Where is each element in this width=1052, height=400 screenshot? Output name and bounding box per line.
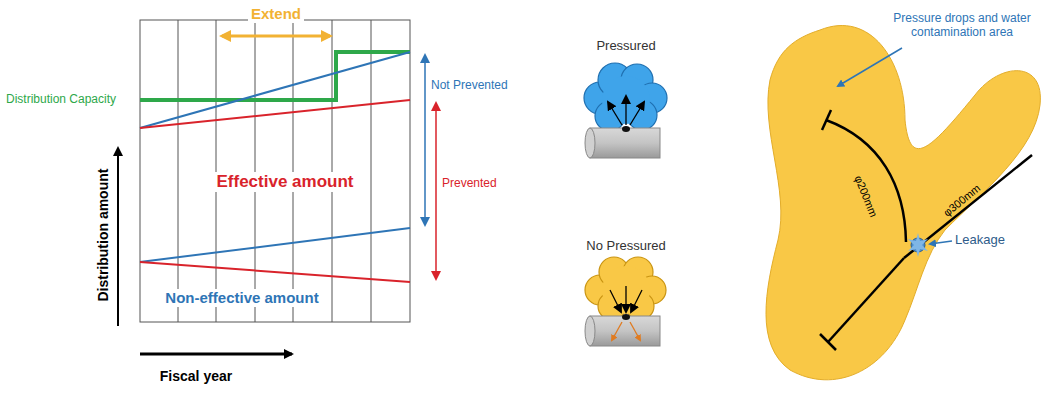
pressured-cloud-fill xyxy=(602,76,650,124)
loss-prevented-line xyxy=(140,262,410,282)
leak-point xyxy=(908,233,928,257)
prevented-arrow xyxy=(435,103,437,279)
total-prevented-line xyxy=(140,100,410,128)
pipe-network xyxy=(820,110,1032,350)
loss-not-prevented-line xyxy=(140,228,410,262)
chart-grid xyxy=(140,20,410,322)
no-pressured-arrows xyxy=(610,286,642,312)
range-label: Not Prevented xyxy=(431,79,508,93)
no-pressured-cloud-fill xyxy=(602,266,650,314)
contamination-area xyxy=(766,26,1040,380)
region-label: Non-effective amount xyxy=(162,289,321,306)
intrusion-arrows xyxy=(612,322,640,340)
total-not-prevented-line xyxy=(140,52,410,128)
panel-label: No Pressured xyxy=(586,239,665,254)
no-pressured-pipe xyxy=(585,314,660,346)
no-pressured-cloud xyxy=(585,257,666,320)
region-label: Effective amount xyxy=(214,172,357,192)
axis-title: Distribution amount xyxy=(95,169,111,302)
series-label: Distribution Capacity xyxy=(6,93,116,107)
leakage-leader xyxy=(930,241,952,244)
pressured-cloud xyxy=(584,63,667,131)
extend-label: Extend xyxy=(248,5,304,22)
capacity-line xyxy=(140,52,410,100)
panel-label: Pressured xyxy=(596,39,655,54)
pressured-arrows xyxy=(608,96,644,125)
callout-label: Pressure drops and water contamination a… xyxy=(880,12,1044,40)
axis-title: Fiscal year xyxy=(160,368,232,384)
pressured-pipe xyxy=(585,126,660,158)
extend-arrow xyxy=(222,35,330,38)
callout-label: Leakage xyxy=(955,233,1005,248)
y-axis-arrow xyxy=(117,148,119,326)
x-axis-arrow xyxy=(140,353,292,356)
not-prevented-arrow xyxy=(424,55,426,225)
range-label: Prevented xyxy=(442,177,497,191)
area-leader xyxy=(838,48,902,86)
